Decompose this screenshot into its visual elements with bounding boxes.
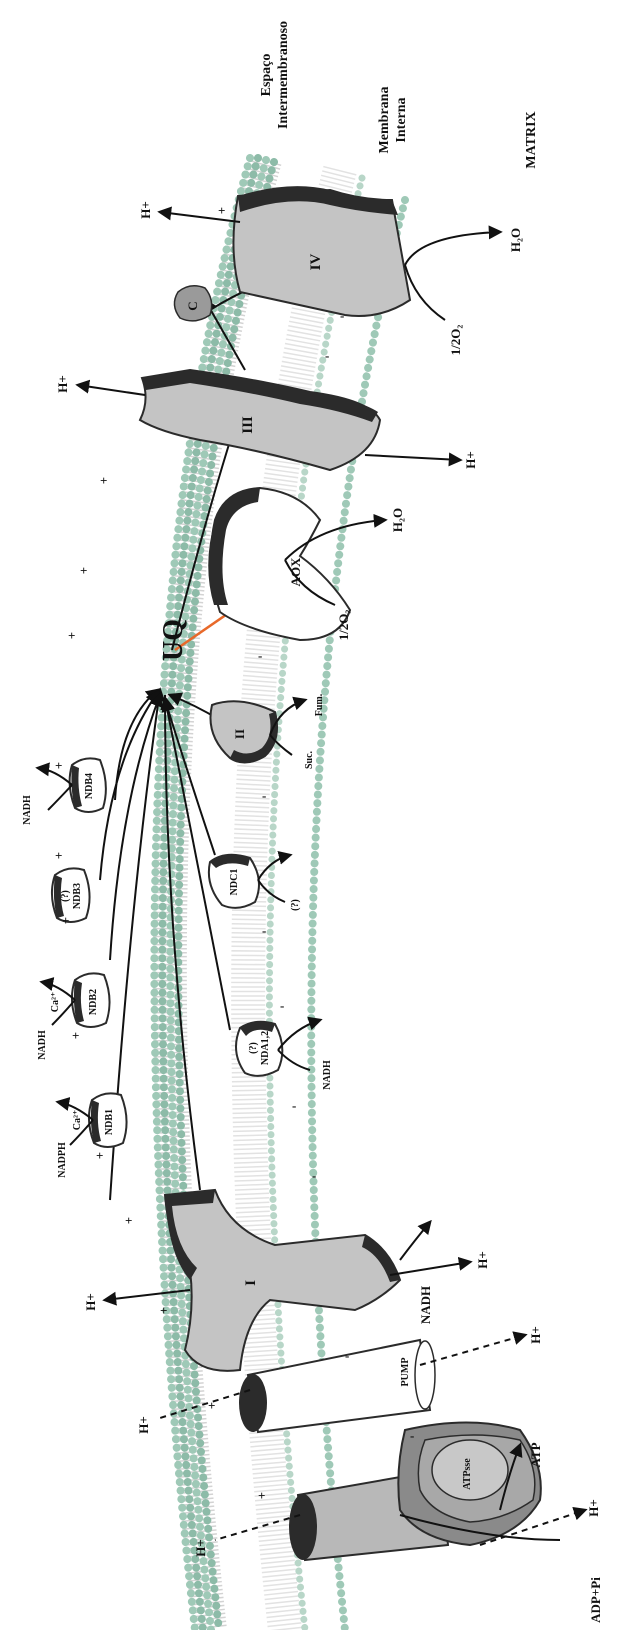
complex-ii: II bbox=[210, 701, 277, 762]
ndb2-label: NDB2 bbox=[88, 989, 99, 1015]
ndb2-substrate: NADH bbox=[37, 1030, 48, 1060]
hplus-pump-in: H+ bbox=[528, 1326, 543, 1344]
pump-label: PUMP bbox=[400, 1358, 411, 1387]
region-ims-line1: Espaço bbox=[259, 54, 274, 97]
svg-text:+: + bbox=[100, 473, 107, 488]
svg-text:+: + bbox=[68, 628, 75, 643]
complex-i-label: I bbox=[243, 1280, 259, 1286]
region-im-line2: Interna bbox=[394, 97, 409, 142]
svg-text:+: + bbox=[96, 1148, 103, 1163]
svg-text:+: + bbox=[125, 1213, 132, 1228]
ndb4-enzyme: NDB4 bbox=[70, 758, 106, 812]
hplus-c1-matrix: H+ bbox=[475, 1251, 490, 1269]
svg-text:-: - bbox=[312, 1168, 316, 1183]
complex-iii: III bbox=[140, 370, 380, 470]
ndc1-enzyme: NDC1 bbox=[209, 855, 259, 908]
complex-iv: IV bbox=[233, 186, 410, 316]
svg-text:+: + bbox=[72, 1028, 79, 1043]
svg-text:-: - bbox=[325, 348, 329, 363]
hplus-c1: H+ bbox=[83, 1293, 98, 1311]
nda-enzyme: (?) NDA1,2 bbox=[236, 1022, 282, 1076]
ubiquinone-label: UQ bbox=[158, 619, 189, 661]
svg-text:+: + bbox=[55, 758, 62, 773]
svg-text:+: + bbox=[258, 1488, 265, 1503]
ndb1-substrate: NADPH bbox=[57, 1142, 68, 1178]
svg-text:+: + bbox=[218, 203, 225, 218]
svg-text:-: - bbox=[410, 1428, 414, 1443]
ndb1-label: NDB1 bbox=[104, 1109, 115, 1135]
cytochrome-c-label: C bbox=[185, 301, 200, 310]
ndb1-enzyme: NDB1 bbox=[89, 1093, 127, 1147]
nda-substrate: NADH bbox=[322, 1060, 333, 1090]
svg-text:-: - bbox=[262, 923, 266, 938]
hplus-c3: H+ bbox=[55, 375, 70, 393]
fum-label: Fum. bbox=[314, 693, 325, 716]
ndc1-substrate: (?) bbox=[290, 899, 301, 911]
complex-iii-label: III bbox=[240, 416, 256, 434]
svg-text:+: + bbox=[62, 913, 69, 928]
cytochrome-c: C bbox=[174, 286, 211, 321]
svg-text:-: - bbox=[262, 788, 266, 803]
ndb4-substrate: NADH bbox=[22, 795, 33, 825]
svg-text:-: - bbox=[292, 1098, 296, 1113]
o2-c4: 1/2O₂ bbox=[448, 325, 463, 356]
nda-question: (?) bbox=[248, 1042, 259, 1054]
nadh-c1: NADH bbox=[418, 1286, 433, 1324]
hplus-atp-in: H+ bbox=[586, 1499, 601, 1517]
svg-text:-: - bbox=[258, 648, 262, 663]
region-labels: Espaço Intermembranoso Membrana Interna … bbox=[259, 21, 539, 169]
region-matrix: MATRIX bbox=[524, 111, 539, 168]
region-ims-line2: Intermembranoso bbox=[276, 21, 291, 129]
hplus-pump-out: H+ bbox=[136, 1416, 151, 1434]
hplus-c4: H+ bbox=[138, 201, 153, 219]
svg-text:-: - bbox=[345, 1348, 349, 1363]
svg-text:-: - bbox=[280, 998, 284, 1013]
ndb3-enzyme: (?) NDB3 bbox=[52, 868, 90, 922]
ndc1-label: NDC1 bbox=[229, 869, 240, 896]
svg-text:+: + bbox=[55, 848, 62, 863]
atp-label: ATP bbox=[528, 1442, 543, 1467]
aox-enzyme: AOX bbox=[208, 488, 350, 640]
pump-protein: PUMP bbox=[239, 1340, 435, 1432]
nda-label: NDA1,2 bbox=[260, 1031, 271, 1065]
ndb2-enzyme: NDB2 bbox=[72, 973, 110, 1027]
complex-iv-label: IV bbox=[308, 253, 324, 270]
adp-label: ADP+Pi bbox=[588, 1577, 603, 1623]
svg-text:+: + bbox=[160, 1303, 167, 1318]
suc-label: Suc. bbox=[304, 750, 315, 769]
complex-ii-label: II bbox=[232, 729, 247, 739]
h2o-c4: H₂O bbox=[508, 228, 523, 252]
hplus-c3-matrix: H+ bbox=[463, 451, 478, 469]
ndb3-question: (?) bbox=[60, 890, 71, 902]
h2o-aox: H₂O bbox=[390, 508, 405, 532]
ndb3-label: NDB3 bbox=[72, 883, 83, 909]
svg-text:+: + bbox=[80, 563, 87, 578]
ndb1-calcium: Ca²⁺ bbox=[72, 1110, 83, 1131]
ndb4-label: NDB4 bbox=[84, 773, 95, 799]
atp-synthase-label: ATPsse bbox=[462, 1458, 473, 1490]
hplus-atp-out: H+ bbox=[193, 1539, 208, 1557]
svg-text:-: - bbox=[340, 308, 344, 323]
o2-aox: 1/2O₂ bbox=[336, 610, 351, 641]
svg-text:+: + bbox=[208, 1398, 215, 1413]
ndb2-calcium: Ca²⁺ bbox=[50, 992, 61, 1013]
region-im-line1: Membrana bbox=[377, 87, 392, 154]
atp-synthase: ATPsse bbox=[289, 1423, 541, 1561]
